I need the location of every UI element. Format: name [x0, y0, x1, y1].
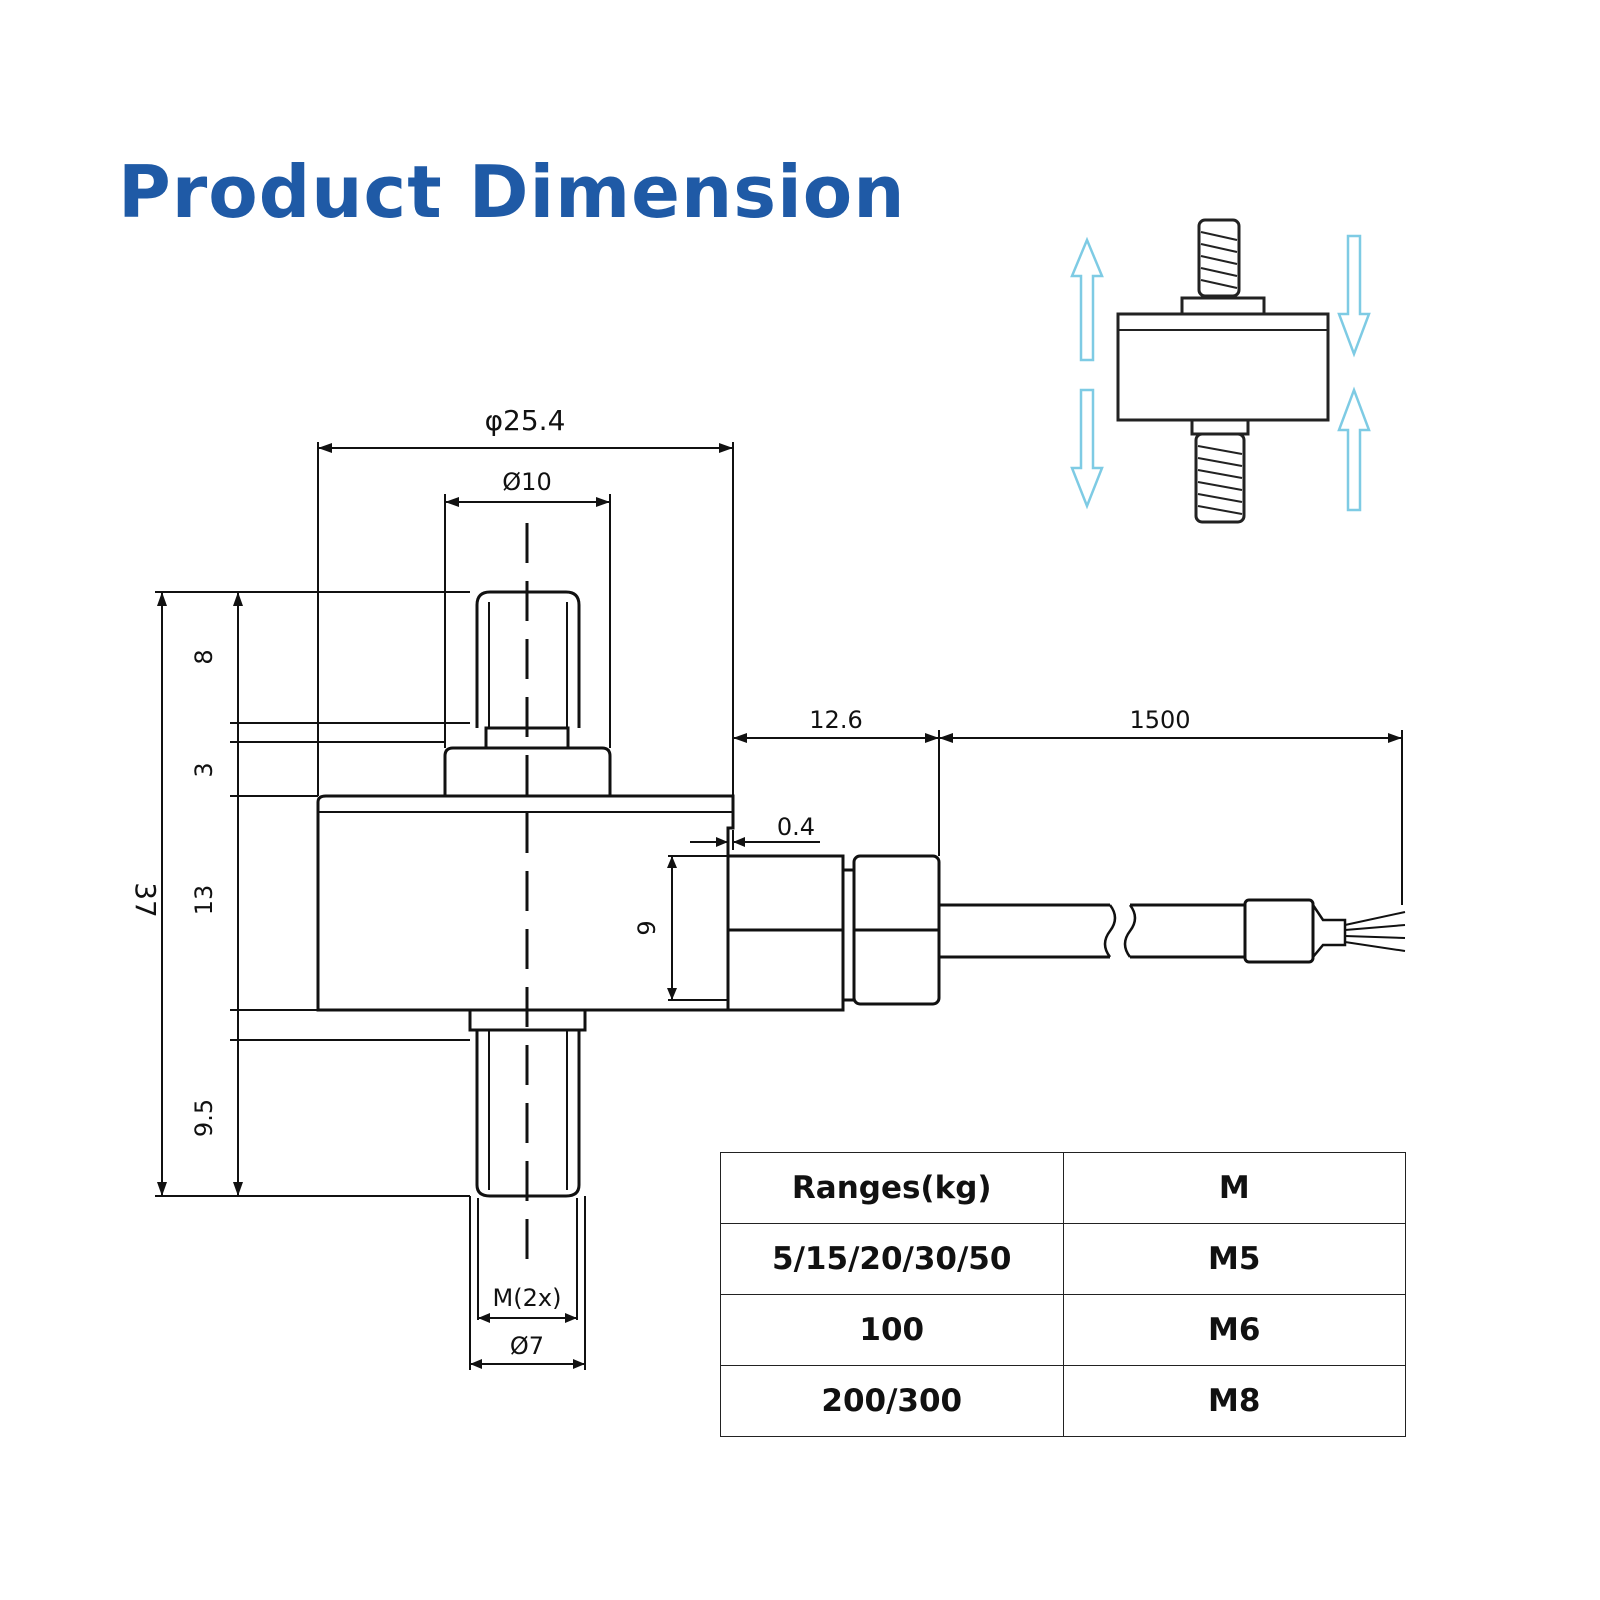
- top-thread-stud: [475, 590, 581, 728]
- table-row: 100 M6: [720, 1294, 1406, 1366]
- dim-collar-height: 3: [190, 762, 218, 777]
- dim-cable-length: 1500: [1129, 706, 1190, 734]
- dim-connector-length: 12.6: [809, 706, 862, 734]
- cable-wires: [1344, 911, 1406, 952]
- dim-bottom-diameter: Ø7: [510, 1332, 544, 1360]
- table-cell: M6: [1062, 1294, 1406, 1366]
- dim-collar-diameter: Ø10: [502, 468, 551, 496]
- inset-bottom-thread: [1194, 432, 1246, 524]
- dim-connector-height: 9: [633, 920, 661, 935]
- cable-break-right: [1123, 904, 1137, 958]
- table-cell: 5/15/20/30/50: [720, 1223, 1064, 1295]
- dim-gap: 0.4: [777, 813, 815, 841]
- spec-table: Ranges(kg) M 5/15/20/30/50 M5 100 M6 200…: [720, 1152, 1406, 1437]
- arrow-down-icon: [1070, 388, 1104, 510]
- table-header-cell: M: [1062, 1152, 1406, 1224]
- connector-body: [726, 854, 845, 1012]
- top-collar: [443, 746, 612, 796]
- cable-sleeve: [1243, 898, 1315, 964]
- load-direction-inset: [1116, 218, 1330, 524]
- cable-break-left: [1103, 904, 1117, 958]
- main-body: [316, 794, 735, 1012]
- bottom-thread-stud: [475, 1030, 581, 1198]
- table-row: 5/15/20/30/50 M5: [720, 1223, 1406, 1295]
- dim-body-height: 13: [190, 885, 218, 916]
- arrow-up-icon: [1070, 236, 1104, 362]
- dim-thread-label: M(2x): [493, 1284, 562, 1312]
- table-header-cell: Ranges(kg): [720, 1152, 1064, 1224]
- table-cell: M5: [1062, 1223, 1406, 1295]
- page-title: Product Dimension: [118, 150, 906, 234]
- dim-bottom-thread-length: 9.5: [190, 1099, 218, 1137]
- table-cell: 200/300: [720, 1365, 1064, 1437]
- table-row: 200/300 M8: [720, 1365, 1406, 1437]
- dim-overall-height: 37: [129, 882, 162, 918]
- arrow-down-icon: [1337, 234, 1371, 358]
- arrow-up-icon: [1337, 386, 1371, 512]
- dim-top-thread-length: 8: [190, 649, 218, 664]
- table-cell: 100: [720, 1294, 1064, 1366]
- dim-body-diameter: φ25.4: [485, 404, 566, 437]
- bottom-neck: [468, 1008, 587, 1032]
- table-header-row: Ranges(kg) M: [720, 1152, 1406, 1224]
- inset-top-thread: [1197, 218, 1241, 298]
- table-cell: M8: [1062, 1365, 1406, 1437]
- connector-ring: [841, 868, 856, 1002]
